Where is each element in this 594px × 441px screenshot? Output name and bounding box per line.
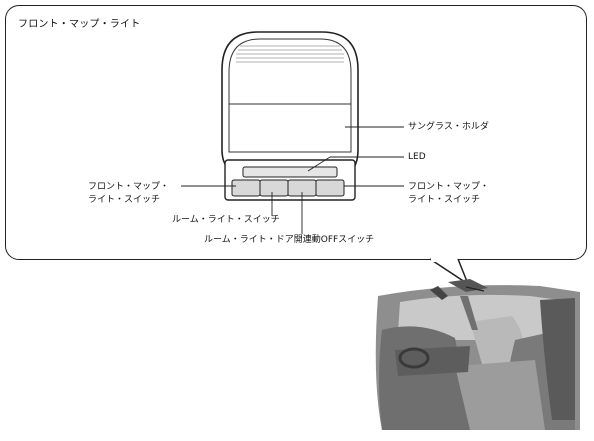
leader-lines (181, 126, 404, 234)
led-label: LED (408, 152, 426, 162)
callout-pointer-gap (431, 256, 457, 262)
front-map-switch-left-label-1: フロント・マップ・ (88, 182, 170, 192)
overhead-console (221, 31, 359, 201)
car-interior-illustration (375, 279, 580, 430)
sunglass-holder-panel (228, 103, 352, 153)
switch-row (231, 179, 345, 197)
room-light-switch-label: ルーム・ライト・スイッチ (172, 215, 280, 225)
front-map-switch-left-label-2: ライト・スイッチ (88, 195, 161, 205)
sunglass-holder-label: サングラス・ホルダ (408, 122, 489, 132)
led-bar (242, 166, 338, 178)
room-light-door-switch-label: ルーム・ライト・ドア開連動OFFスイッチ (204, 235, 375, 245)
diagram-title: フロント・マップ・ライト (18, 19, 141, 30)
speaker-grille-lines (236, 45, 344, 63)
front-map-switch-right-label-1: フロント・マップ・ (408, 182, 490, 192)
front-map-switch-right-label-2: ライト・スイッチ (408, 195, 481, 205)
